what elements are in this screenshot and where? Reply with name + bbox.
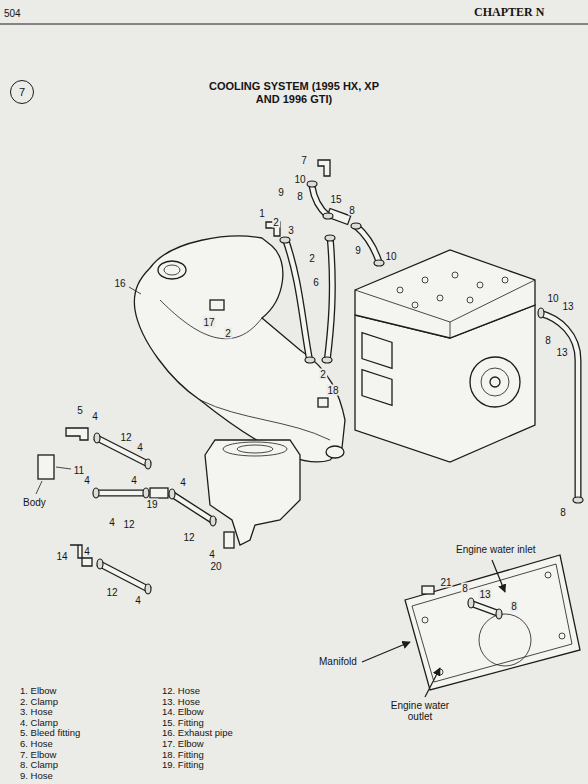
bleed-fitting <box>66 428 88 440</box>
exhaust-pipe <box>134 236 345 462</box>
callout-number: 8 <box>461 583 469 594</box>
callout-number: 4 <box>83 546 91 557</box>
callout-number: 4 <box>208 549 216 560</box>
callout-number: 18 <box>326 385 339 396</box>
callout-number: 9 <box>277 187 285 198</box>
parts-list-item: 7. Elbow <box>20 750 56 760</box>
callout-number: 5 <box>76 405 84 416</box>
elbow <box>70 545 92 566</box>
callout-number: 3 <box>287 225 295 236</box>
parts-list-item: 3. Hose <box>20 707 53 717</box>
callout-number: 9 <box>354 245 362 256</box>
hose-bore <box>94 186 578 614</box>
callout-number: 4 <box>108 517 116 528</box>
clamp <box>93 181 583 619</box>
engine <box>355 250 535 462</box>
callout-number: 13 <box>555 347 568 358</box>
callout-number: 8 <box>510 601 518 612</box>
callout-number: 21 <box>439 577 452 588</box>
parts-list-item: 2. Clamp <box>20 697 58 707</box>
body-fitting <box>38 455 54 479</box>
chapter-heading: CHAPTER N <box>474 6 544 19</box>
callout-number: 4 <box>136 442 144 453</box>
callout-number: 12 <box>122 519 135 530</box>
callout-number: 7 <box>300 155 308 166</box>
callout-number: 17 <box>202 317 215 328</box>
parts-list-item: 8. Clamp <box>20 760 58 770</box>
elbow <box>318 160 330 176</box>
callout-number: 12 <box>119 432 132 443</box>
parts-list-item: 14. Elbow <box>162 707 204 717</box>
callout-number: 13 <box>561 301 574 312</box>
callout-number: 16 <box>113 278 126 289</box>
parts-list-item: 13. Hose <box>162 697 200 707</box>
flow-arrow <box>362 560 505 697</box>
parts-list-item: 15. Fitting <box>162 718 204 728</box>
callout-number: 10 <box>546 293 559 304</box>
callout-number: 10 <box>384 251 397 262</box>
fitting <box>150 488 168 498</box>
figure-number: 7 <box>19 87 25 98</box>
parts-list-item: 19. Fitting <box>162 760 204 770</box>
header-rule <box>0 24 588 25</box>
parts-list-item: 18. Fitting <box>162 750 204 760</box>
part-label: Engine water inlet <box>455 544 537 555</box>
callout-number: 2 <box>319 369 327 380</box>
part-label: Engine water outlet <box>384 700 456 722</box>
callout-number: 2 <box>224 328 232 339</box>
callout-number: 10 <box>293 174 306 185</box>
callout-number: 1 <box>258 208 266 219</box>
parts-list-item: 9. Hose <box>20 771 53 781</box>
parts-list-item: 6. Hose <box>20 739 53 749</box>
parts-list-item: 17. Elbow <box>162 739 204 749</box>
callout-number: 4 <box>83 475 91 486</box>
callout-number: 8 <box>296 191 304 202</box>
fitting <box>224 532 234 548</box>
pump-housing <box>205 440 300 548</box>
page-number: 504 <box>4 8 21 19</box>
callout-number: 2 <box>308 253 316 264</box>
callout-number: 6 <box>312 277 320 288</box>
callout-number: 20 <box>209 561 222 572</box>
callout-number: 2 <box>272 217 280 228</box>
part-label: Manifold <box>318 656 358 667</box>
leader-line <box>36 287 141 494</box>
intake-plate <box>405 555 580 690</box>
parts-list-item: 4. Clamp <box>20 718 58 728</box>
callout-number: 4 <box>179 477 187 488</box>
callout-number: 8 <box>559 507 567 518</box>
parts-list-item: 1. Elbow <box>20 686 56 696</box>
part-label: Body <box>22 497 47 508</box>
callout-number: 14 <box>55 551 68 562</box>
callout-number: 4 <box>91 411 99 422</box>
callout-number: 12 <box>182 532 195 543</box>
parts-list-item: 16. Exhaust pipe <box>162 728 233 738</box>
hose <box>94 186 578 614</box>
parts-list-item: 5. Bleed fitting <box>20 728 80 738</box>
callout-number: 12 <box>105 587 118 598</box>
callout-number: 13 <box>478 589 491 600</box>
figure-number-circle: 7 <box>10 80 34 104</box>
callout-number: 8 <box>544 335 552 346</box>
callout-number: 4 <box>134 595 142 606</box>
callout-number: 4 <box>130 475 138 486</box>
parts-list-item: 12. Hose <box>162 686 200 696</box>
callout-number: 15 <box>329 194 342 205</box>
callout-number: 8 <box>348 205 356 216</box>
figure-title: COOLING SYSTEM (1995 HX, XP AND 1996 GTI… <box>196 80 392 106</box>
callout-number: 19 <box>145 499 158 510</box>
